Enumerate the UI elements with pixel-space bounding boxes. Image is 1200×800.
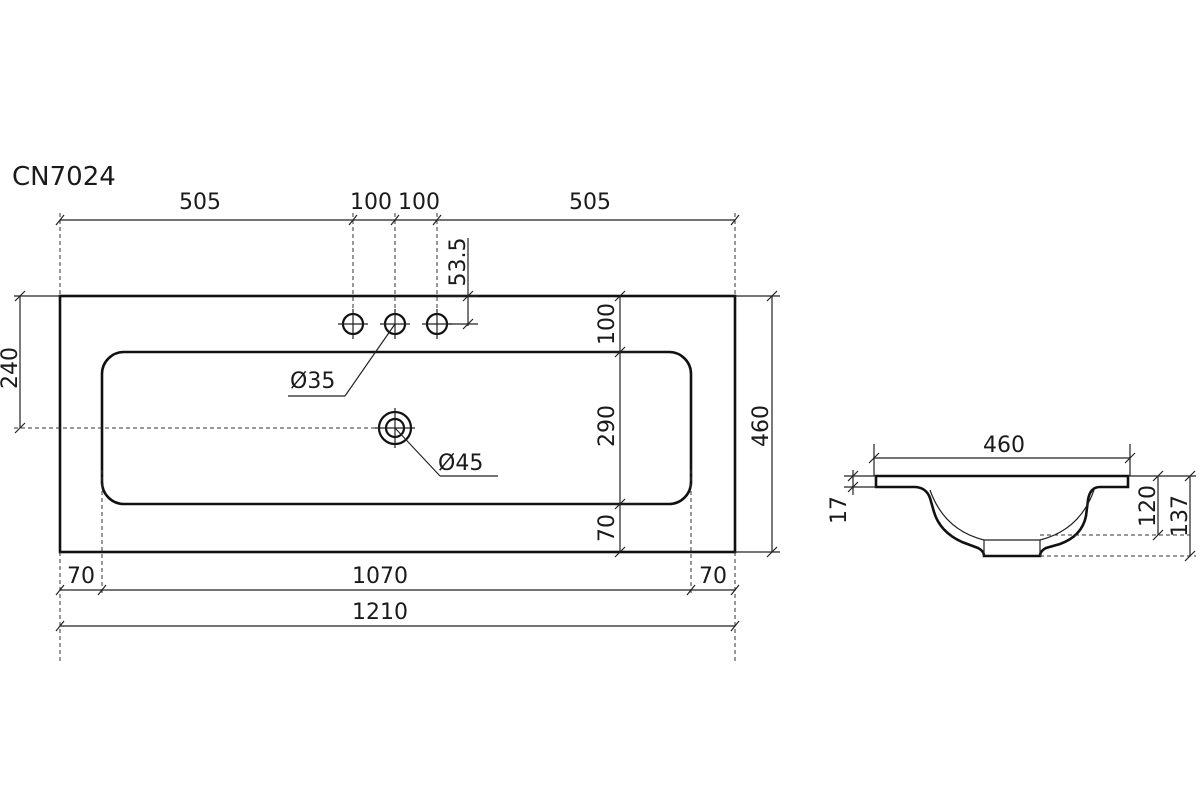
side-profile <box>874 474 1130 558</box>
dim-top-right: 505 <box>569 190 611 215</box>
top-view: 505 100 100 505 53.5 Ø35 <box>0 190 780 664</box>
dim-side-460: 460 <box>983 433 1025 458</box>
dim-inner-100: 100 <box>595 303 620 345</box>
label-hole-45: Ø45 <box>438 451 483 476</box>
sink-outline <box>58 294 737 554</box>
label-hole-35: Ø35 <box>290 369 335 394</box>
dim-left-240: 240 <box>0 347 23 389</box>
model-title: CN7024 <box>12 162 116 192</box>
dim-side-137: 137 <box>1168 495 1193 537</box>
dim-inner-290: 290 <box>595 405 620 447</box>
dim-bottom-left-70: 70 <box>67 564 95 589</box>
dim-overall-1210: 1210 <box>352 600 408 625</box>
dim-top-left: 505 <box>179 190 221 215</box>
dim-top-mid-left: 100 <box>350 190 392 215</box>
dim-side-120: 120 <box>1136 485 1161 527</box>
dim-top-mid-right: 100 <box>398 190 440 215</box>
dim-bottom-1070: 1070 <box>352 564 408 589</box>
dim-right-460: 460 <box>749 405 774 447</box>
dim-bottom-right-70: 70 <box>699 564 727 589</box>
dim-side-17: 17 <box>827 496 852 524</box>
dim-inner-70: 70 <box>595 514 620 542</box>
dim-tap-offset: 53.5 <box>446 238 471 287</box>
side-view: 460 17 120 137 <box>827 433 1196 562</box>
